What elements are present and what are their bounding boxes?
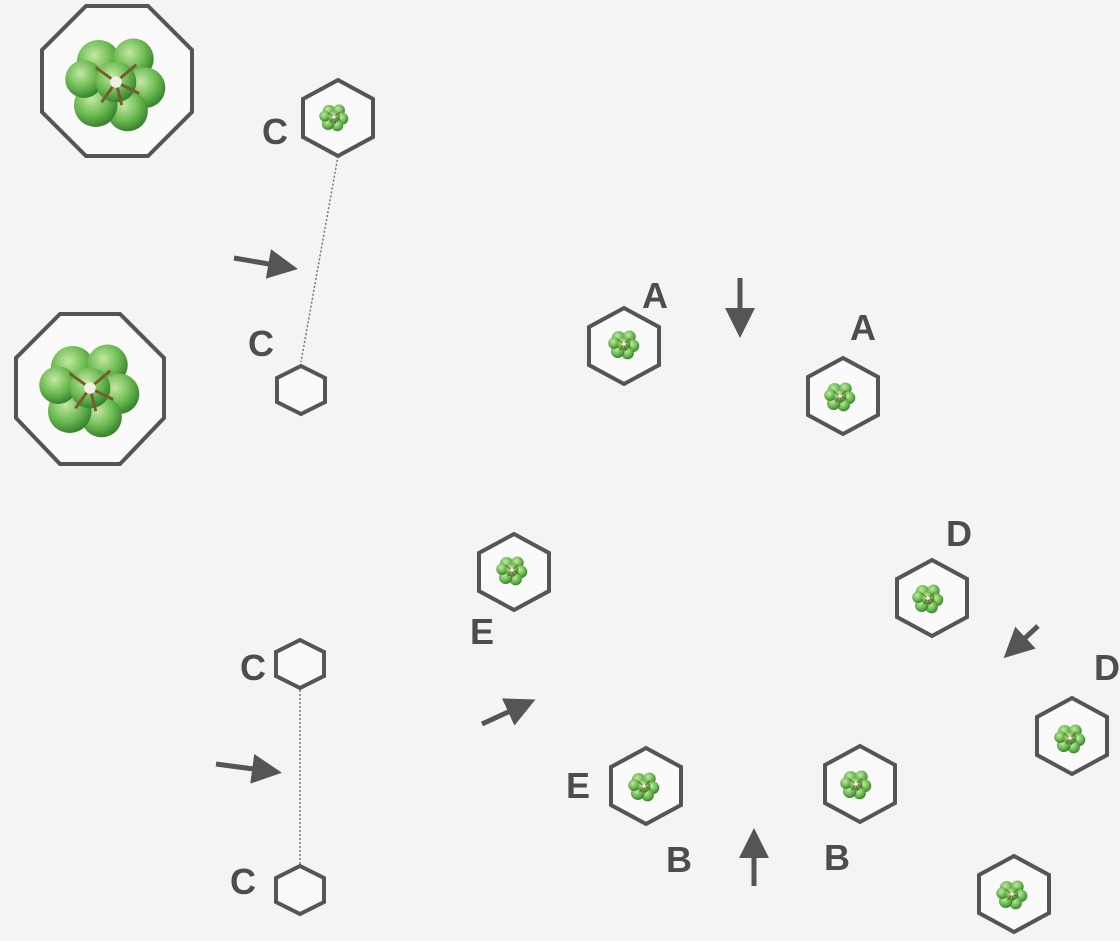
label-d-right: D (1094, 647, 1120, 688)
pot-a-left (587, 305, 661, 387)
direction-arrow-icon (480, 698, 536, 727)
pot-c-top-upper (301, 77, 375, 159)
label-c-bottom-lower: C (230, 861, 256, 902)
pot-d-upper (895, 557, 969, 639)
label-d-upper: D (946, 513, 972, 554)
pot-c-bottom-upper (274, 637, 326, 691)
label-c-bottom-upper: C (240, 647, 266, 688)
c-connector-top (300, 155, 339, 363)
label-c-top-upper: C (262, 111, 288, 152)
direction-arrow-icon (1003, 624, 1040, 659)
pot-d-right (1035, 695, 1109, 777)
label-b-left: B (666, 839, 692, 880)
pot-c-top-lower (275, 363, 327, 417)
label-c-top-lower: C (248, 323, 274, 364)
label-a-right: A (850, 307, 876, 348)
large-tree-top (40, 4, 194, 158)
direction-arrow-icon (233, 249, 298, 279)
label-a-left: A (642, 275, 668, 316)
pot-e-upper (477, 531, 551, 613)
large-tree-bottom (14, 312, 166, 466)
pot-e-lower (609, 745, 683, 827)
label-b-right: B (824, 837, 850, 878)
label-e-lower: E (566, 765, 591, 806)
pot-b-right (823, 743, 897, 825)
pot-a-right (806, 355, 880, 437)
direction-arrow-icon (215, 753, 282, 784)
label-e-upper: E (470, 611, 495, 652)
pot-bottom-right (977, 853, 1051, 935)
pot-c-bottom-lower (274, 863, 326, 917)
